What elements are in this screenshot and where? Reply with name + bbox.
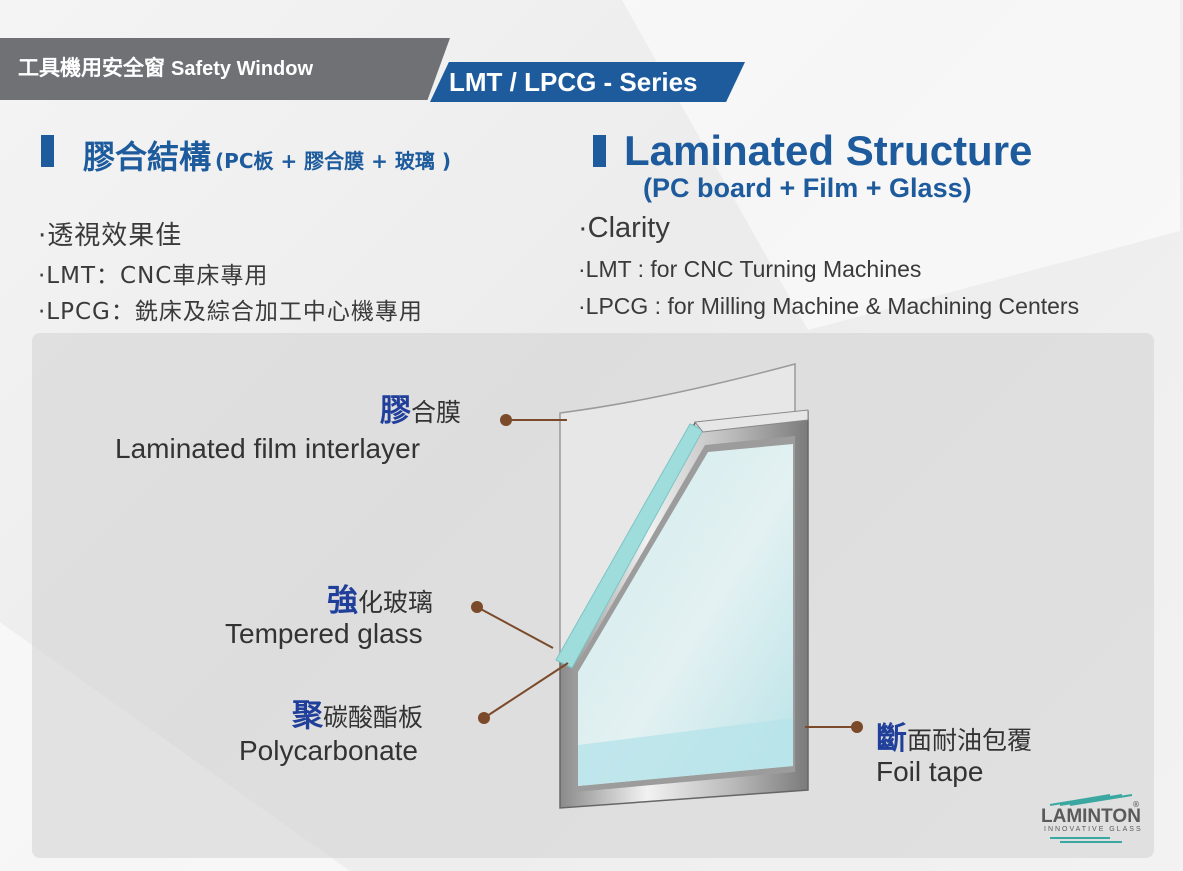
leader-dot-foil: [851, 721, 863, 733]
tempered-edge: [555, 423, 704, 669]
series-tag: [430, 62, 745, 102]
label-pc-en: Polycarbonate: [239, 735, 419, 766]
label-tempered-en: Tempered glass: [225, 618, 423, 649]
logo-mark-icon: [1049, 794, 1133, 806]
leader-dot-pc: [478, 712, 490, 724]
label-pc-cn: 聚碳酸酯板: [292, 690, 423, 735]
label-foil-en: Foil tape: [876, 756, 984, 787]
label-foil-cn-rest: 面耐油包覆: [907, 726, 1033, 755]
logo-base-icon: [1050, 837, 1122, 843]
label-film-cn: 膠合膜: [380, 385, 461, 430]
bullet-cn-lmt: ·LMT：CNC車床專用: [38, 263, 269, 289]
label-foil-cn-first: 斷: [876, 721, 907, 757]
heading-en-sub: (PC board + Film + Glass): [643, 173, 972, 203]
heading-cn-sub: (PC板 + 膠合膜 + 玻璃 ): [215, 149, 451, 173]
bullet-cn-clarity: ·透視效果佳: [38, 221, 183, 251]
label-tempered-cn-first: 強: [327, 583, 358, 619]
glass-pane: [578, 444, 793, 786]
film-edge: [694, 409, 809, 433]
glass-band: [578, 718, 793, 786]
label-film-cn-first: 膠: [380, 393, 411, 429]
label-tempered-cn-rest: 化玻璃: [358, 588, 434, 617]
logo-registered: ®: [1132, 800, 1140, 809]
label-tempered-cn: 強化玻璃: [327, 575, 433, 620]
leader-dot-tempered: [471, 601, 483, 613]
header-title-en: Safety Window: [171, 58, 314, 80]
label-film-en: Laminated film interlayer: [115, 433, 421, 464]
label-pc-cn-rest: 碳酸酯板: [323, 703, 424, 732]
series-label: LMT / LPCG - Series: [449, 67, 698, 97]
label-film-cn-rest: 合膜: [411, 398, 462, 427]
heading-bar-left: [41, 135, 54, 167]
logo-name: LAMINTON: [1041, 806, 1141, 827]
bullet-en-lmt: ·LMT : for CNC Turning Machines: [578, 256, 922, 282]
leader-dot-film: [500, 414, 512, 426]
heading-bar-right: [593, 135, 606, 167]
heading-en: Laminated Structure: [624, 127, 1033, 174]
heading-cn-main: 膠合結構: [83, 138, 212, 176]
label-foil-cn: 斷面耐油包覆: [876, 713, 1032, 758]
leader-tempered: [476, 606, 554, 649]
leader-pc: [483, 662, 569, 719]
label-pc-cn-first: 聚: [292, 698, 323, 734]
bullet-en-clarity: ·Clarity: [578, 212, 670, 244]
header-title: 工具機用安全窗 Safety Window: [18, 52, 313, 82]
logo-tagline: INNOVATIVE GLASS: [1044, 826, 1143, 833]
header-tag-gray: [0, 38, 450, 100]
header-title-cn: 工具機用安全窗: [18, 56, 165, 80]
bullet-en-lpcg: ·LPCG : for Milling Machine & Machining …: [578, 293, 1080, 319]
bullet-cn-lpcg: ·LPCG：銑床及綜合加工中心機專用: [38, 299, 423, 325]
heading-cn: 膠合結構(PC板 + 膠合膜 + 玻璃 ): [83, 132, 451, 178]
